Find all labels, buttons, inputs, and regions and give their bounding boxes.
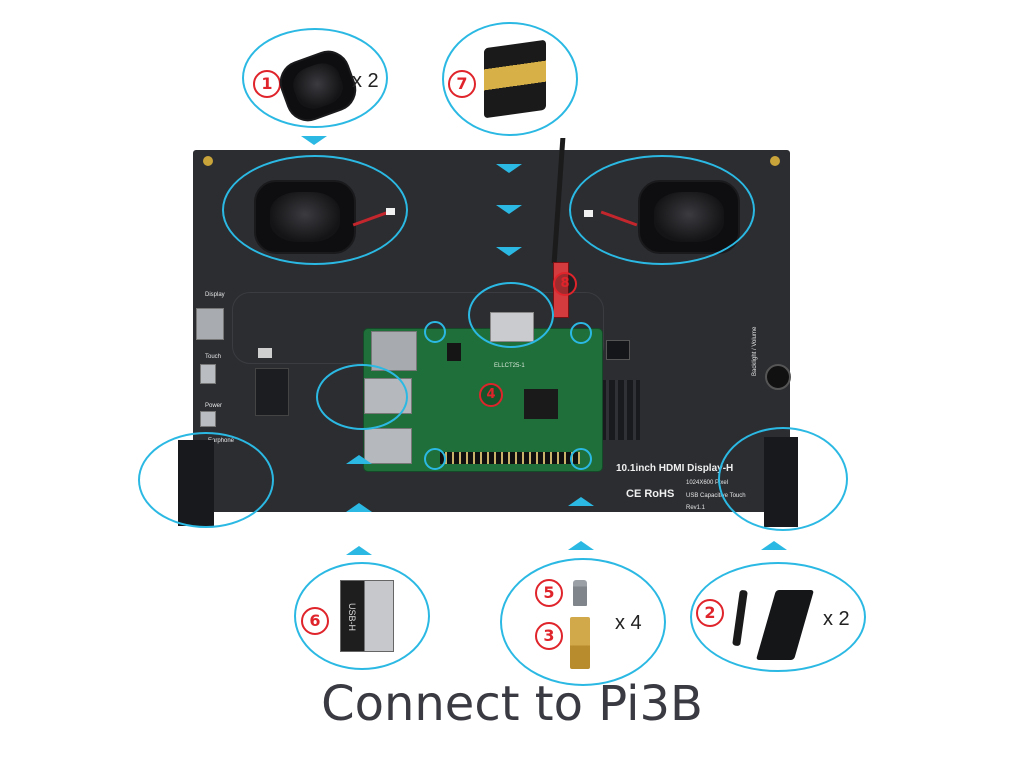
switch-bracket	[255, 368, 289, 416]
chip-cluster	[600, 380, 640, 440]
right-connector	[606, 340, 630, 360]
screw-arrow-1	[568, 497, 594, 506]
resolution-label: 1024X600 Pixel	[686, 480, 729, 486]
touch-type-label: USB Capacitive Touch	[686, 493, 746, 499]
hdmi-adapter-ring	[468, 282, 554, 348]
pi-gpio-header	[440, 452, 580, 464]
callout-8-badge: 8	[553, 272, 577, 296]
standoff-ring-2	[570, 322, 592, 344]
product-title: 10.1inch HDMI Display-H	[616, 463, 734, 474]
usb-arrow-2	[346, 503, 372, 512]
speaker-left-ring	[222, 155, 408, 265]
stand-quantity: x 2	[823, 608, 850, 630]
standoff-ring-4	[570, 448, 592, 470]
usb-arrow-1	[346, 455, 372, 464]
usb-arrow-3	[346, 546, 372, 555]
power-usb-port	[200, 411, 216, 427]
usb-adapter-text: USB-H	[347, 602, 358, 632]
mount-hole-left	[203, 156, 213, 166]
standoff-quantity: x 4	[615, 612, 642, 634]
hdmi-arrow-3	[496, 247, 522, 256]
switch-component	[258, 348, 272, 358]
pi-soc-chip	[524, 389, 558, 419]
usb-adapter-part-image	[340, 580, 394, 652]
display-port-label: Display	[205, 292, 225, 298]
stand-arrow	[761, 541, 787, 550]
callout-2-badge: 2	[696, 599, 724, 627]
standoff-ring-3	[424, 448, 446, 470]
usb-adapter-ring	[316, 364, 408, 430]
power-port-label: Power	[205, 403, 223, 409]
hdmi-adapter-part-image	[484, 39, 546, 119]
page-caption: Connect to Pi3B	[321, 676, 703, 732]
callout-4-badge: 4	[479, 383, 503, 407]
callout-7-badge: 7	[448, 70, 476, 98]
revision-label: Rev1.1	[686, 505, 706, 511]
cert-marks: CE RoHS	[626, 488, 675, 500]
hdmi-arrow-2	[496, 205, 522, 214]
volume-knob	[765, 364, 791, 390]
pi-usb-port-2	[364, 428, 412, 464]
stand-right-ring	[718, 427, 848, 531]
touch-usb-port	[200, 364, 216, 384]
stand-left-ring	[138, 432, 274, 528]
speaker-arrow	[301, 136, 327, 145]
screw-arrow-2	[568, 541, 594, 550]
callout-5-badge: 5	[535, 579, 563, 607]
pcb-label: ELLCT25-1	[494, 363, 525, 369]
backlight-label: Backlight / Volume	[752, 326, 758, 376]
screw-part-image	[573, 580, 587, 606]
pi-ethernet-port	[371, 331, 417, 371]
standoff-ring-1	[424, 321, 446, 343]
callout-3-badge: 3	[535, 622, 563, 650]
pi-audio-jack	[447, 343, 461, 361]
speaker-right-ring	[569, 155, 755, 265]
mount-hole-right	[770, 156, 780, 166]
standoff-part-image	[570, 617, 590, 669]
hdmi-arrow-1	[496, 164, 522, 173]
hdmi-port	[196, 308, 224, 340]
touch-port-label: Touch	[205, 354, 222, 360]
callout-6-badge: 6	[301, 607, 329, 635]
speaker-quantity: x 2	[352, 70, 379, 92]
callout-1-badge: 1	[253, 70, 281, 98]
